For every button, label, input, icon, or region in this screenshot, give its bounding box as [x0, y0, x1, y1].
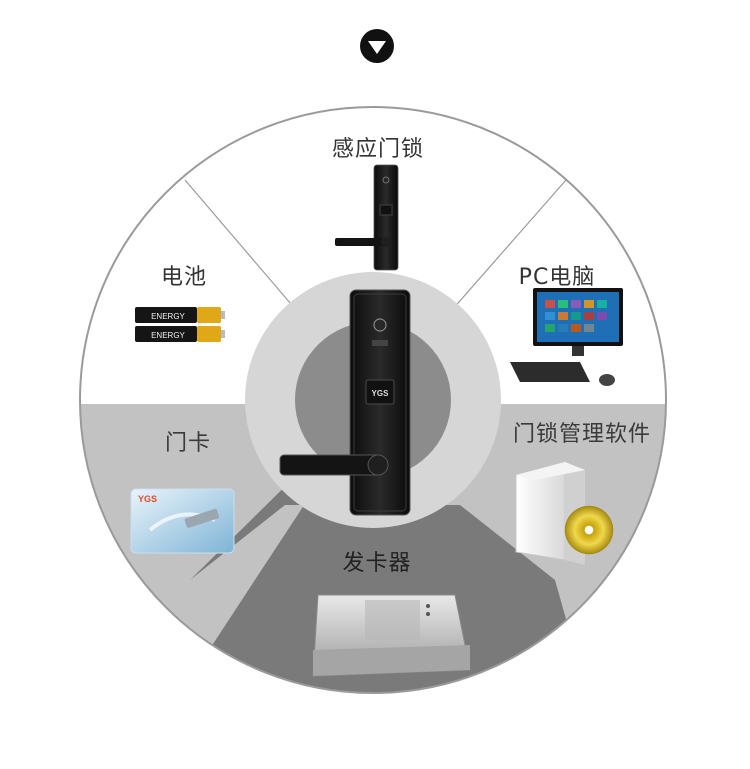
label-card-issuer: 发卡器 [342, 551, 412, 576]
label-pc: PC电脑 [518, 265, 596, 290]
door-card-image: YGS [130, 488, 235, 554]
center-lock-image: YGS [279, 289, 411, 516]
label-door-card: 门卡 [164, 431, 212, 456]
software-box-image [515, 461, 614, 565]
svg-text:YGS: YGS [372, 389, 390, 398]
svg-text:YGS: YGS [138, 494, 157, 504]
outer-ring [79, 106, 667, 694]
bottom-segment-fill [150, 400, 600, 693]
svg-text:ENERGY: ENERGY [151, 331, 185, 340]
label-battery: 电池 [160, 265, 208, 290]
smart-lock-image [335, 164, 399, 271]
chevron-down-icon [360, 29, 394, 63]
battery-image: ENERGY ENERGY [135, 307, 225, 342]
pc-image [510, 288, 623, 386]
card-reader-image [312, 594, 471, 677]
label-smart-lock: 感应门锁 [331, 137, 425, 162]
svg-text:ENERGY: ENERGY [151, 312, 185, 321]
label-lock-software: 门锁管理软件 [512, 422, 652, 447]
